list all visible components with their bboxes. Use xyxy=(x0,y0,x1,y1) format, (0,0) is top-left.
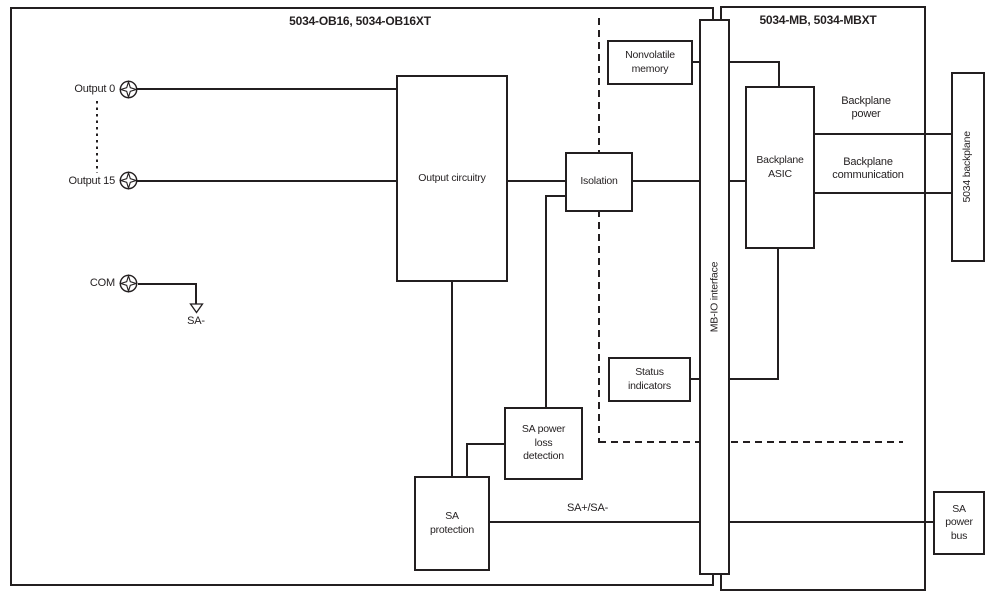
wire-outputcircuitry-isolation xyxy=(508,180,565,182)
block-backplane-asic: Backplane ASIC xyxy=(745,86,815,249)
output-range-dotted-line xyxy=(96,101,98,173)
terminal-label-com: COM xyxy=(89,277,115,289)
wire-backplane-communication xyxy=(815,192,951,194)
terminal-screw-icon xyxy=(119,171,138,190)
block-sa-power-bus: SA power bus xyxy=(933,491,985,555)
left-module-section-frame xyxy=(10,7,714,586)
wire-mbio-asic-bottom-horizontal xyxy=(729,378,779,380)
wire-isolation-mbio xyxy=(633,180,700,182)
block-status-indicators: Status indicators xyxy=(608,357,691,402)
left-section-title: 5034-OB16, 5034-OB16XT xyxy=(289,14,431,28)
block-isolation: Isolation xyxy=(565,152,633,212)
wire-backplane-power xyxy=(815,133,951,135)
wire-asic-bottom-drop xyxy=(777,249,779,380)
wire-isolation-tap-horizontal xyxy=(545,195,566,197)
terminal-screw-icon xyxy=(119,80,138,99)
ground-arrow-icon xyxy=(189,303,204,314)
right-section-title: 5034-MB, 5034-MBXT xyxy=(759,13,877,27)
terminal-label-output15: Output 15 xyxy=(68,175,115,187)
wire-label-sa-plus-minus: SA+/SA- xyxy=(566,502,609,514)
terminal-label-output0: Output 0 xyxy=(74,83,115,95)
block-5034-backplane: 5034 backplane xyxy=(951,72,985,262)
wire-com-horizontal xyxy=(138,283,197,285)
wire-label-backplane-communication: Backplane communication xyxy=(832,156,904,181)
block-output-circuitry: Output circuitry xyxy=(396,75,508,282)
wire-asic-top-drop xyxy=(778,61,780,87)
block-nonvolatile-memory: Nonvolatile memory xyxy=(607,40,693,85)
wire-com-vertical xyxy=(195,283,197,304)
wire-nonvolatile-mbio xyxy=(693,61,701,63)
block-sa-power-loss-detection: SA power loss detection xyxy=(504,407,583,480)
isolation-boundary-dashed-horizontal xyxy=(599,441,903,443)
ground-label-sa-minus: SA- xyxy=(187,315,205,327)
wire-status-mbio xyxy=(691,378,701,380)
wire-saloss-saprotection xyxy=(466,443,468,477)
block-mb-io-interface: MB-IO interface xyxy=(699,19,730,575)
wire-output15 xyxy=(137,180,396,182)
wire-mbio-asic-top-horizontal xyxy=(729,61,780,63)
isolation-boundary-dashed-vertical xyxy=(598,18,600,443)
terminal-screw-icon xyxy=(119,274,138,293)
wire-output0 xyxy=(137,88,396,90)
wire-outputcircuitry-saprotection xyxy=(451,281,453,477)
wire-isolation-saloss-vertical xyxy=(545,195,547,408)
wire-label-backplane-power: Backplane power xyxy=(841,95,891,120)
block-sa-protection: SA protection xyxy=(414,476,490,571)
wire-saloss-horizontal xyxy=(466,443,505,445)
wire-mbio-asic xyxy=(729,180,746,182)
